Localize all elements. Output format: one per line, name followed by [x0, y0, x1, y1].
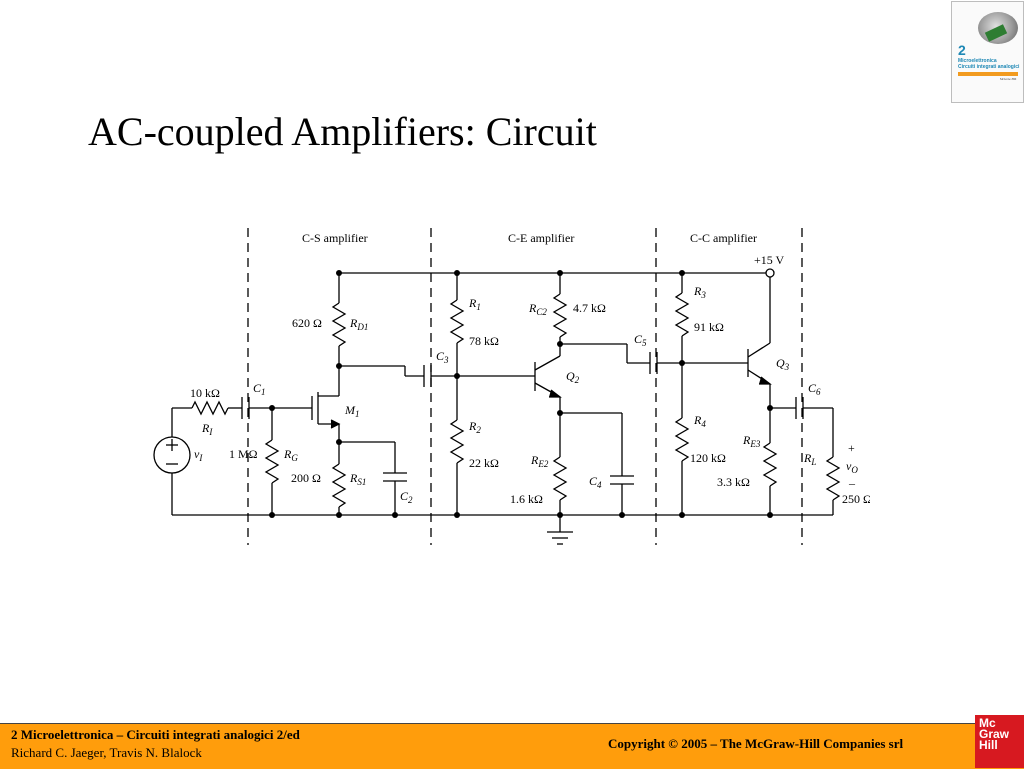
- resistor-r4: [674, 417, 690, 462]
- rc2-label: RC2: [528, 301, 547, 317]
- supply-label: +15 V: [754, 253, 785, 267]
- rc2-value: 4.7 kΩ: [573, 301, 606, 315]
- ri-value: 10 kΩ: [190, 386, 220, 400]
- junction-dots: [269, 270, 773, 518]
- book-title-line2: Circuiti integrati analogici: [958, 64, 1020, 70]
- vo-minus: –: [848, 476, 856, 490]
- vo-plus: +: [848, 441, 855, 455]
- re3-value: 3.3 kΩ: [717, 475, 750, 489]
- c5-label: C5: [634, 332, 647, 348]
- r2-value: 22 kΩ: [469, 456, 499, 470]
- rs1-label: RS1: [349, 471, 366, 487]
- rd1-value: 620 Ω: [292, 316, 322, 330]
- resistor-rs1: [331, 463, 347, 508]
- rd1-label: RD1: [349, 316, 368, 332]
- book-title-line1: Microelettronica: [958, 58, 997, 64]
- vo-label: vO: [846, 459, 858, 475]
- stage-label-cc: C-C amplifier: [690, 231, 757, 245]
- r4-value: 120 kΩ: [690, 451, 726, 465]
- r2-label: R2: [468, 419, 481, 435]
- rl-label: RL: [803, 451, 816, 467]
- r4-label: R4: [693, 413, 706, 429]
- rs1-value: 200 Ω: [291, 471, 321, 485]
- resistor-rc2: [552, 293, 568, 338]
- voltage-source-vi: [153, 436, 191, 474]
- resistor-ri: [191, 400, 229, 416]
- c1-label: C1: [253, 381, 266, 397]
- footer-authors: Richard C. Jaeger, Travis N. Blalock: [11, 745, 202, 760]
- m1-label: M1: [344, 403, 360, 419]
- slide-title: AC-coupled Amplifiers: Circuit: [88, 109, 597, 154]
- resistor-r1: [449, 299, 465, 344]
- footer-bar: [0, 723, 1024, 769]
- c3-label: C3: [436, 349, 449, 365]
- c6-label: C6: [808, 381, 821, 397]
- r3-value: 91 kΩ: [694, 320, 724, 334]
- re2-value: 1.6 kΩ: [510, 492, 543, 506]
- publisher-logo: Mc Graw Hill: [975, 715, 1024, 768]
- logo-line1: Mc: [979, 716, 996, 730]
- r3-label: R3: [693, 284, 706, 300]
- rl-value: 250 Ω: [842, 492, 870, 506]
- resistor-rg: [264, 439, 280, 484]
- resistor-rl: [825, 456, 841, 501]
- re2-label: RE2: [530, 453, 549, 469]
- resistor-rd1: [331, 302, 347, 347]
- logo-line2: Graw: [979, 727, 1010, 741]
- circuit-schematic: C-S amplifier C-E amplifier C-C amplifie…: [153, 228, 870, 545]
- cover-accent-bar: [958, 72, 1018, 76]
- r1-value: 78 kΩ: [469, 334, 499, 348]
- logo-line3: Hill: [979, 738, 998, 752]
- book-number: 2: [958, 42, 966, 58]
- q3-label: Q3: [776, 356, 790, 372]
- book-cover-thumbnail: 2 Microelettronica Circuiti integrati an…: [951, 1, 1024, 103]
- c2-label: C2: [400, 489, 413, 505]
- c4-label: C4: [589, 474, 602, 490]
- footer-book-title: 2 Microelettronica – Circuiti integrati …: [11, 727, 300, 742]
- stage-label-cs: C-S amplifier: [302, 231, 368, 245]
- vi-label: vI: [194, 447, 203, 463]
- book-title: Microelettronica Circuiti integrati anal…: [958, 58, 1019, 70]
- re3-label: RE3: [742, 433, 761, 449]
- stage-label-ce: C-E amplifier: [508, 231, 574, 245]
- resistor-r3: [674, 292, 690, 337]
- resistor-r2: [449, 419, 465, 464]
- resistor-re3: [762, 442, 778, 487]
- ground-symbol: [547, 531, 573, 545]
- resistor-re2: [552, 456, 568, 501]
- supply-terminal: [765, 268, 775, 278]
- rg-value: 1 MΩ: [229, 447, 258, 461]
- rg-label: RG: [283, 447, 298, 463]
- footer-copyright: Copyright © 2005 – The McGraw-Hill Compa…: [608, 736, 904, 751]
- q2-label: Q2: [566, 369, 580, 385]
- book-publisher: McGraw-Hill: [1000, 77, 1017, 81]
- r1-label: R1: [468, 296, 481, 312]
- ri-label: RI: [201, 421, 213, 437]
